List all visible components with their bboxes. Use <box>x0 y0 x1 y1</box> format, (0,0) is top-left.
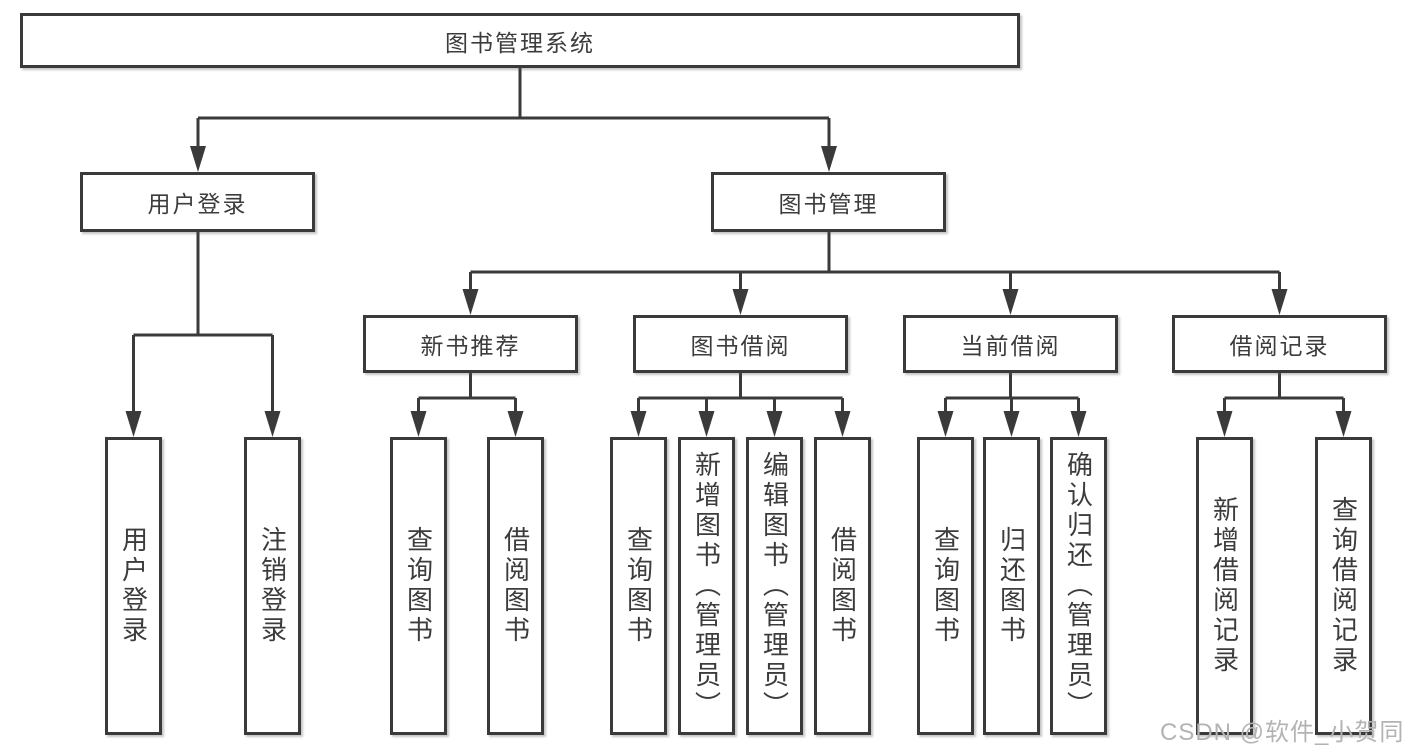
connector-current-borrow-children <box>937 373 1087 437</box>
connector-root-to-level2 <box>190 68 837 172</box>
arrow-down-icon <box>937 411 954 437</box>
node-user-login: 用户登录 <box>80 172 315 232</box>
leaf-query-books-current: 查询图书 <box>917 437 974 735</box>
node-book-management: 图书管理 <box>711 172 946 232</box>
arrow-down-icon <box>410 411 427 437</box>
node-book-borrow: 图书借阅 <box>633 315 848 373</box>
arrow-down-icon <box>264 411 281 437</box>
arrow-down-icon <box>1335 411 1352 437</box>
arrow-down-icon <box>1070 411 1087 437</box>
leaf-edit-books-admin: 编辑图书（管理员） <box>746 437 803 735</box>
leaf-user-login: 用户登录 <box>105 437 162 735</box>
node-root-library-management-system: 图书管理系统 <box>20 13 1020 68</box>
arrow-down-icon <box>732 289 749 315</box>
arrow-down-icon <box>462 289 479 315</box>
arrow-down-icon <box>507 411 524 437</box>
leaf-query-borrow-record: 查询借阅记录 <box>1315 437 1372 735</box>
arrow-down-icon <box>834 411 851 437</box>
arrow-down-icon <box>821 146 837 172</box>
leaf-add-borrow-record: 新增借阅记录 <box>1196 437 1253 735</box>
node-new-book-recommend: 新书推荐 <box>363 315 578 373</box>
arrow-down-icon <box>698 411 715 437</box>
arrow-down-icon <box>766 411 783 437</box>
arrow-down-icon <box>1216 411 1233 437</box>
leaf-query-books-recommend: 查询图书 <box>390 437 447 735</box>
leaf-confirm-return-admin: 确认归还（管理员） <box>1050 437 1107 735</box>
connector-new-book-recommend-children <box>410 373 524 437</box>
leaf-borrow-books-recommend: 借阅图书 <box>487 437 544 735</box>
arrow-down-icon <box>125 411 142 437</box>
connector-book-borrow-children <box>630 373 851 437</box>
arrow-down-icon <box>630 411 647 437</box>
leaf-logout: 注销登录 <box>244 437 301 735</box>
leaf-return-books: 归还图书 <box>983 437 1040 735</box>
node-current-borrow: 当前借阅 <box>903 315 1118 373</box>
arrow-down-icon <box>1271 289 1288 315</box>
leaf-query-books-borrow: 查询图书 <box>610 437 667 735</box>
arrow-down-icon <box>190 146 206 172</box>
connector-book-management-children <box>462 232 1288 315</box>
arrow-down-icon <box>1002 289 1019 315</box>
arrow-down-icon <box>1003 411 1020 437</box>
csdn-watermark: CSDN @软件_小贺同学 <box>1160 719 1405 746</box>
connector-user-login-children <box>125 232 281 437</box>
leaf-add-books-admin: 新增图书（管理员） <box>678 437 735 735</box>
connector-borrow-records-children <box>1216 373 1352 437</box>
leaf-borrow-books: 借阅图书 <box>814 437 871 735</box>
node-borrow-records: 借阅记录 <box>1172 315 1387 373</box>
